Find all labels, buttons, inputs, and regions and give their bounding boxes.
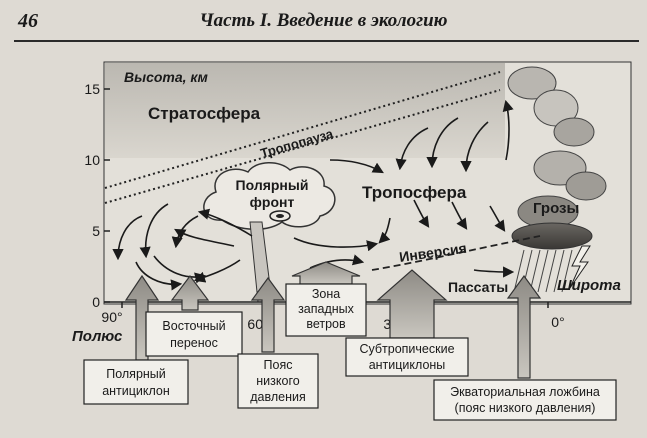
- box-text: низкого: [256, 374, 299, 388]
- circulation-arrows-polar: [112, 203, 253, 291]
- x-tick-label: 0°: [551, 314, 564, 330]
- surface-arrows: [124, 261, 542, 379]
- box-subtropical: Субтропические антициклоны: [345, 337, 469, 377]
- box-text: Зона: [312, 287, 340, 301]
- x-axis-title: Широта: [557, 277, 621, 294]
- polar-front-label-line2: фронт: [250, 194, 295, 210]
- inversion-line: [371, 235, 541, 271]
- troposphere-label: Тропосфера: [362, 183, 467, 202]
- y-tick-label: 5: [92, 223, 100, 239]
- arrow-equatorial: [506, 274, 542, 379]
- box-westerly: Зона западных ветров: [285, 283, 367, 337]
- lightning-icon: [569, 245, 591, 289]
- box-equatorial: Экваториальная ложбина (пояс низкого дав…: [433, 379, 617, 421]
- box-text: Экваториальная ложбина: [450, 385, 600, 399]
- box-text: ветров: [306, 317, 346, 331]
- pole-label: Полюс: [72, 328, 123, 345]
- arrow-subtropical: [376, 269, 448, 339]
- x-tick-label: 90°: [101, 309, 122, 325]
- box-polar-anticyclone: Полярный антициклон: [83, 359, 189, 405]
- box-text: Пояс: [264, 358, 293, 372]
- arrow-low-pressure: [250, 276, 286, 353]
- y-tick-label: 0: [92, 294, 100, 310]
- tropopause-line-upper: [104, 71, 501, 189]
- circulation-arrows-hadley: [395, 99, 515, 278]
- rain-streaks: [513, 249, 573, 293]
- polar-front-cloud: [203, 162, 336, 230]
- box-text: Субтропические: [359, 342, 454, 356]
- box-text: западных: [298, 302, 355, 316]
- y-tick-label: 10: [84, 152, 100, 168]
- box-text: перенос: [170, 336, 218, 350]
- header-rule: [14, 40, 639, 42]
- y-axis: 15 10 5 0: [84, 81, 110, 310]
- box-easterly: Восточный перенос: [145, 311, 243, 357]
- running-title: Часть I. Введение в экологию: [199, 10, 448, 31]
- box-text: давления: [250, 390, 306, 404]
- arrow-easterly: [170, 275, 210, 311]
- box-text: антициклон: [102, 384, 170, 398]
- page-header: 46 Часть I. Введение в экологию: [0, 0, 647, 42]
- box-text: Полярный: [106, 367, 166, 381]
- arrow-westerly: [291, 261, 361, 285]
- trade-winds-label: Пассаты: [448, 279, 508, 295]
- stratosphere-label: Стратосфера: [148, 104, 261, 123]
- y-axis-title: Высота, км: [124, 69, 209, 85]
- box-text: Восточный: [162, 319, 225, 333]
- box-text: (пояс низкого давления): [455, 401, 596, 415]
- stratosphere-shading: [105, 63, 505, 158]
- polar-front-label-line1: Полярный: [236, 177, 309, 193]
- box-text: антициклоны: [369, 358, 446, 372]
- box-low-pressure: Пояс низкого давления: [237, 353, 319, 409]
- page-number: 46: [18, 10, 38, 32]
- thunderstorms-label: Грозы: [533, 200, 579, 217]
- thunderstorm-cloud: [507, 66, 607, 250]
- tropopause-line-lower: [104, 89, 501, 204]
- y-tick-label: 15: [84, 81, 100, 97]
